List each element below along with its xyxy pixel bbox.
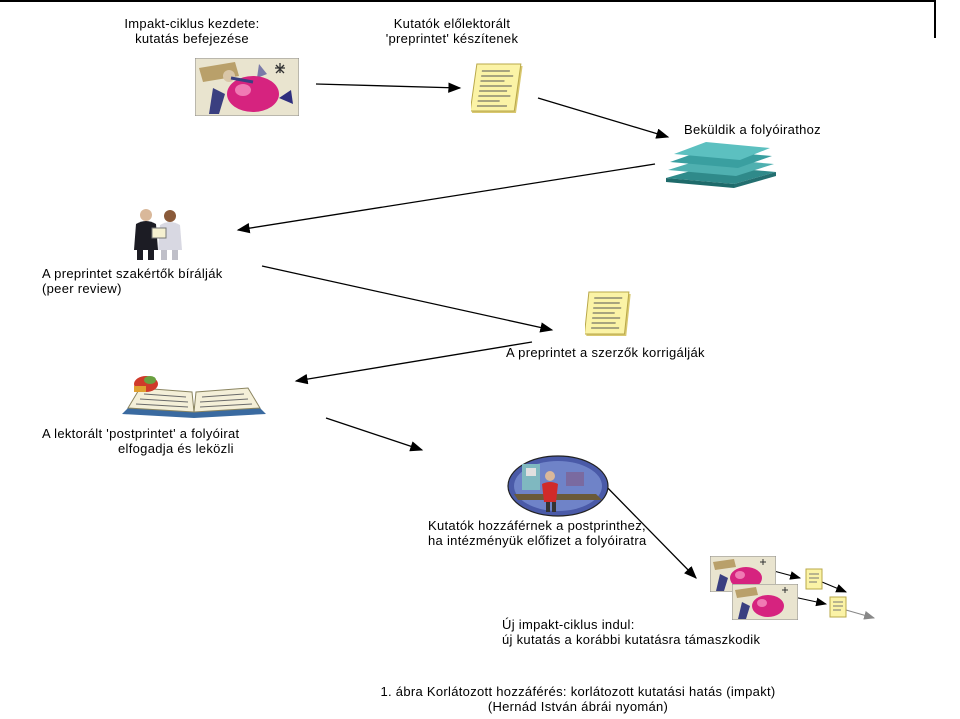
journal-stack-icon (664, 138, 778, 190)
document-icon (804, 568, 824, 590)
frame-top-line (0, 0, 936, 2)
reader-at-desk-icon (506, 454, 610, 518)
step-submit-label: Beküldik a folyóirathoz (684, 122, 821, 137)
arrow-start-to-preprint (315, 82, 462, 93)
step-correct-label: A preprintet a szerzők korrigálják (506, 345, 705, 360)
figure-caption: 1. ábra Korlátozott hozzáférés: korlátoz… (380, 684, 776, 714)
arrow-publish-to-access (325, 417, 424, 452)
step-start-label: Impakt-ciklus kezdete:kutatás befejezése (124, 16, 260, 46)
document-icon (469, 63, 531, 115)
researcher-clipart-icon (194, 57, 300, 117)
arrow-submit-to-review (236, 163, 656, 234)
step-review-label: A preprintet szakértők bírálják(peer rev… (42, 266, 223, 296)
step-new-cycle-label: Új impakt-ciklus indul:új kutatás a korá… (502, 617, 761, 647)
arrow-review-to-correct (261, 265, 554, 333)
corrected-document-icon (583, 291, 637, 337)
step-preprint-label: Kutatók előlektorált'preprintet' készíte… (385, 16, 519, 46)
step-publish-label: A lektorált 'postprintet' a folyóirat el… (42, 426, 240, 456)
open-book-icon (120, 374, 268, 420)
arrow-access-to-new-cycle (597, 477, 697, 579)
arrow-preprint-to-submit (537, 97, 670, 139)
document-icon (828, 596, 848, 618)
frame-right-line (934, 0, 936, 38)
step-access-label: Kutatók hozzáférnek a postprinthez,ha in… (428, 518, 647, 548)
arrow-correct-to-publish (294, 341, 533, 385)
researcher-clipart-icon (731, 583, 799, 621)
reviewers-icon (124, 206, 192, 260)
